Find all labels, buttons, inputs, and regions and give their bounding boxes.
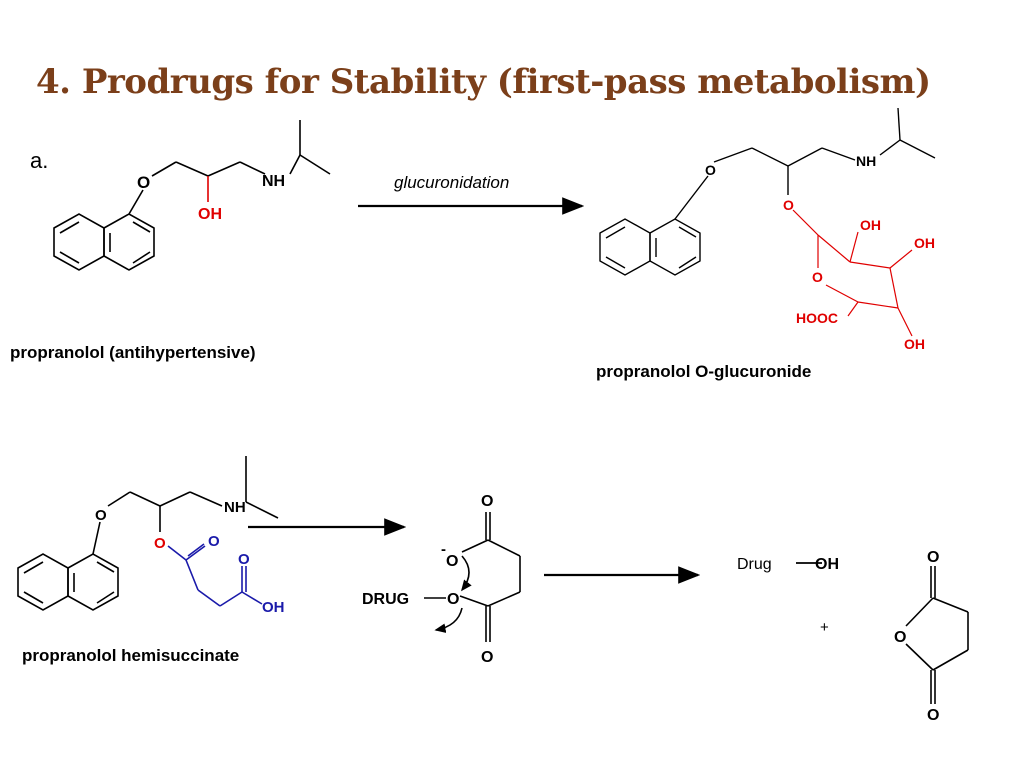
hemisuccinate-acid-o: O <box>238 551 250 568</box>
intermediate-top-o: O <box>481 493 493 510</box>
glucuronic-acid-ring <box>792 209 913 337</box>
glucuronide-ether-o: O <box>705 162 716 178</box>
intermediate-anion-o: O <box>446 553 458 570</box>
reaction1-arrow-label: glucuronidation <box>394 173 509 192</box>
intermediate-drug-label: DRUG <box>362 591 409 608</box>
intermediate-ester-o: O <box>447 591 459 608</box>
glucuronide-oh-3: OH <box>904 336 925 352</box>
hemisuccinate-caption: propranolol hemisuccinate <box>22 646 240 665</box>
propranolol-nh: NH <box>262 173 285 190</box>
hemisuccinate-carbonyl-o: O <box>208 533 220 550</box>
hemisuccinate-nh: NH <box>224 499 246 516</box>
glucuronide-oh-2: OH <box>914 235 935 251</box>
glucuronide-link-o: O <box>783 197 794 213</box>
glucuronide-ring-o: O <box>812 269 823 285</box>
product-plus: + <box>820 619 829 636</box>
intermediate-charge: - <box>441 541 446 558</box>
propranolol-ether-o: O <box>137 173 150 192</box>
slide-title: 4. Prodrugs for Stability (first-pass me… <box>36 62 931 102</box>
hemisuccinate-structure <box>17 456 279 611</box>
succinic-anhydride-structure <box>905 566 969 704</box>
glucuronide-caption: propranolol O-glucuronide <box>596 362 812 381</box>
anhydride-top-o: O <box>927 549 939 566</box>
glucuronide-structure <box>599 107 936 276</box>
succinyl-chain <box>167 543 263 607</box>
intermediate-bottom-o: O <box>481 649 493 666</box>
item-label-a: a. <box>30 148 49 173</box>
product-drug-label: Drug <box>737 556 772 573</box>
propranolol-caption: propranolol (antihypertensive) <box>10 343 256 362</box>
anhydride-ring-o: O <box>894 629 906 646</box>
hemisuccinate-oh: OH <box>262 599 285 616</box>
propranolol-structure <box>53 120 331 271</box>
glucuronide-nh: NH <box>856 153 876 169</box>
hemisuccinate-ether-o: O <box>95 507 107 524</box>
glucuronide-oh-1: OH <box>860 217 881 233</box>
propranolol-oh: OH <box>198 206 222 223</box>
anhydride-bottom-o: O <box>927 707 939 724</box>
product-drug-oh: OH <box>815 556 839 573</box>
glucuronide-hooc: HOOC <box>796 310 838 326</box>
hemisuccinate-ester-o: O <box>154 535 166 552</box>
intermediate-structure <box>424 512 521 642</box>
